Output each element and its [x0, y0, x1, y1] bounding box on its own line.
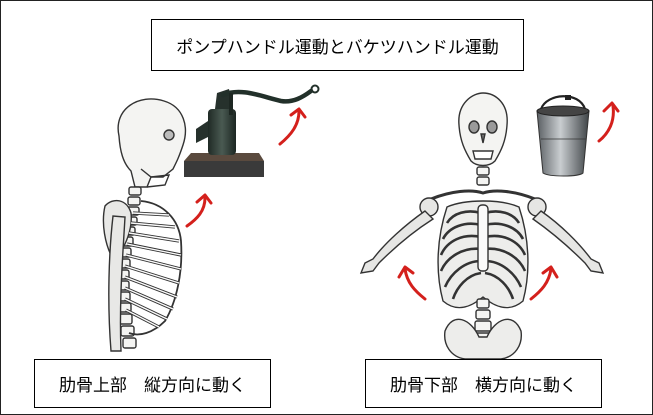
- caption-upper-ribs: 肋骨上部 縦方向に動く: [34, 359, 271, 408]
- bucket-body: [536, 110, 590, 177]
- skull-side: [117, 98, 187, 188]
- caption-upper-ribs-text: 肋骨上部 縦方向に動く: [59, 376, 246, 396]
- pump-base: [184, 161, 264, 177]
- pump-icon: [184, 84, 320, 177]
- arrow-bucket: [597, 101, 620, 143]
- right-arm-front: [531, 210, 605, 274]
- nose-cavity: [480, 133, 486, 144]
- pelvis: [444, 318, 522, 360]
- caption-lower-ribs: 肋骨下部 横方向に動く: [365, 359, 602, 408]
- humerus-side: [108, 215, 126, 352]
- diagram-title: ポンプハンドル運動とバケツハンドル運動: [151, 19, 524, 71]
- arrow-lower-ribs-right: [529, 265, 559, 301]
- motion-arrows: [185, 101, 620, 301]
- left-arm-front: [359, 210, 435, 274]
- arrow-ribcage-upper: [185, 193, 213, 228]
- diagram-title-text: ポンプハンドル運動とバケツハンドル運動: [176, 37, 499, 58]
- front-view-skeleton: [359, 92, 605, 360]
- skull-front: [458, 92, 508, 167]
- pump-spout: [196, 121, 208, 143]
- sternum: [477, 204, 489, 272]
- arrow-lower-ribs-left: [397, 265, 427, 301]
- eye-socket-right: [486, 120, 498, 134]
- pump-body: [208, 109, 236, 155]
- side-view-skeleton: [102, 98, 187, 352]
- arrow-pump: [278, 107, 307, 146]
- caption-lower-ribs-text: 肋骨下部 横方向に動く: [390, 376, 577, 396]
- pump-base-top: [184, 153, 264, 161]
- jaw-side: [140, 168, 171, 188]
- eye-socket-left: [468, 120, 480, 134]
- pump-lever: [220, 88, 314, 104]
- bucket-icon: [536, 95, 590, 177]
- teeth-row: [472, 150, 494, 160]
- clavicles: [430, 189, 536, 201]
- eye-socket-side: [163, 129, 175, 141]
- bucket-handle: [539, 95, 587, 110]
